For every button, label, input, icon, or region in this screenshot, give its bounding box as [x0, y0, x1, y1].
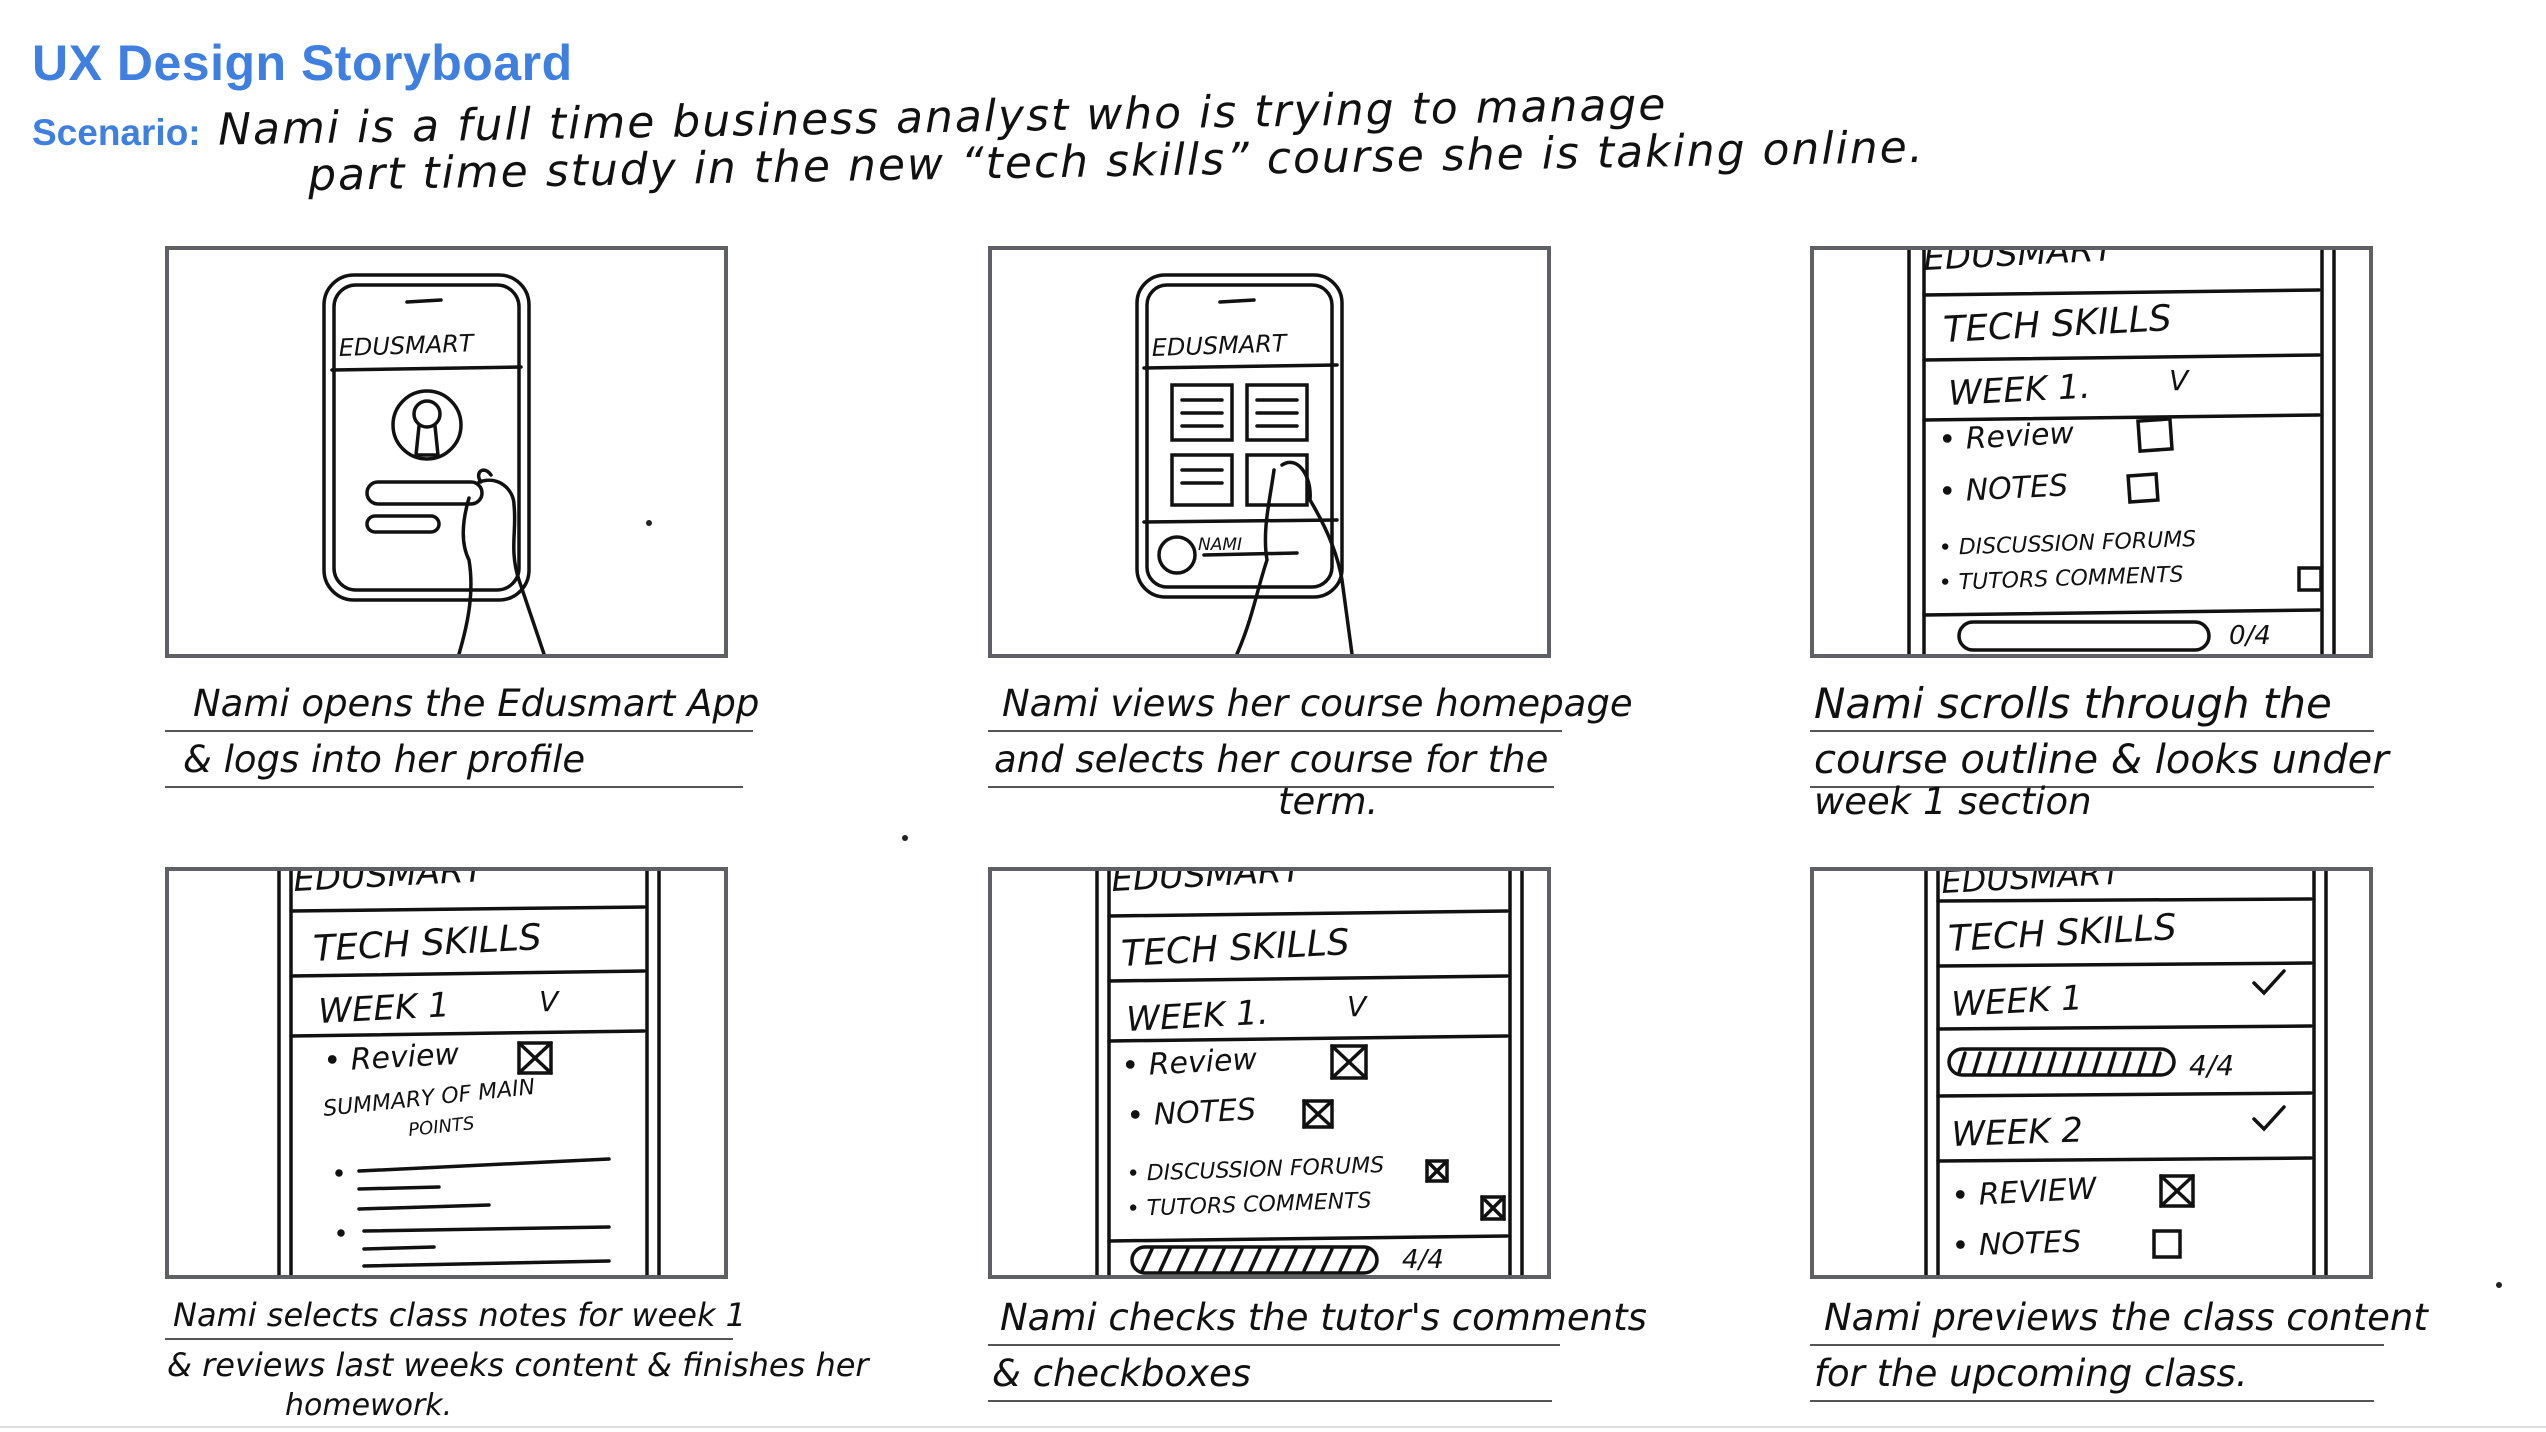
sketch-week-mark: V: [1347, 990, 1368, 1023]
page-bottom-edge: [0, 1426, 2546, 1428]
sketch-course-name: TECH SKILLS: [1120, 922, 1350, 975]
caption-line: and selects her course for the: [988, 732, 1554, 788]
sketch-item: • NOTES: [1126, 1092, 1257, 1134]
sketch-course-name: TECH SKILLS: [312, 917, 542, 970]
panel-6-caption: Nami previews the class content for the …: [1810, 1290, 2410, 1402]
caption-line: Nami selects class notes for week 1: [165, 1290, 733, 1340]
storyboard-panel-4: EDUSMART TECH SKILLS WEEK 1 V • Review S…: [165, 867, 728, 1279]
storyboard-panel-2: EDUSMART NAMI: [988, 246, 1551, 658]
panel-2-caption: Nami views her course homepage and selec…: [988, 676, 1588, 828]
storyboard-panel-6: EDUSMART TECH SKILLS WEEK 1 4/4 WEEK 2 •…: [1810, 867, 2373, 1279]
pen-dot: [2496, 1282, 2502, 1288]
pen-dot: [646, 520, 652, 526]
sketch-app-name: EDUSMART: [1151, 329, 1289, 362]
sketch-class-notes: EDUSMART TECH SKILLS WEEK 1 V • Review S…: [169, 871, 724, 1275]
page-title: UX Design Storyboard: [32, 34, 573, 92]
sketch-week: WEEK 2: [1951, 1110, 2084, 1155]
storyboard-panel-3: EDUSMART TECH SKILLS WEEK 1. V • Review …: [1810, 246, 2373, 658]
panel-4-caption: Nami selects class notes for week 1 & re…: [165, 1290, 765, 1426]
sketch-item: • Review: [323, 1037, 461, 1079]
sketch-tutor-comments: EDUSMART TECH SKILLS WEEK 1. V • Review …: [992, 871, 1547, 1275]
sketch-item: • NOTES: [1938, 468, 2069, 510]
sketch-week-mark: V: [2169, 364, 2190, 397]
pen-dot: [902, 835, 908, 841]
sketch-progress-text: 4/4: [1402, 1245, 1444, 1275]
sketch-item: • Review: [1121, 1042, 1259, 1084]
sketch-week: WEEK 1: [1950, 978, 2083, 1025]
sketch-header: EDUSMART: [1940, 871, 2124, 901]
caption-line: homework.: [165, 1386, 845, 1426]
caption-line: Nami scrolls through the: [1810, 676, 2374, 732]
caption-line: & reviews last weeks content & finishes …: [165, 1340, 727, 1386]
storyboard-panel-1: EDUSMART: [165, 246, 728, 658]
panel-5-caption: Nami checks the tutor's comments & check…: [988, 1290, 1588, 1402]
sketch-week: WEEK 1: [317, 985, 450, 1032]
sketch-header: EDUSMART: [292, 871, 487, 900]
sketch-course-name: TECH SKILLS: [1942, 298, 2172, 351]
sketch-item: • DISCUSSION FORUMS: [1938, 527, 2196, 561]
sketch-progress-text: 0/4: [2229, 621, 2271, 651]
sketch-item: • NOTES: [1951, 1224, 2082, 1264]
sketch-item: • TUTORS COMMENTS: [1938, 562, 2184, 596]
panel-3-caption: Nami scrolls through the course outline …: [1810, 676, 2410, 828]
sketch-item: • DISCUSSION FORUMS: [1126, 1153, 1384, 1187]
sketch-week-2-preview: EDUSMART TECH SKILLS WEEK 1 4/4 WEEK 2 •…: [1814, 871, 2369, 1275]
storyboard-panel-5: EDUSMART TECH SKILLS WEEK 1. V • Review …: [988, 867, 1551, 1279]
sketch-course-homepage: EDUSMART NAMI: [992, 250, 1547, 654]
caption-line: Nami previews the class content: [1810, 1290, 2384, 1346]
sketch-item: • Review: [1938, 416, 2076, 458]
sketch-header: EDUSMART: [1922, 250, 2117, 279]
caption-line: & logs into her profile: [165, 732, 743, 788]
sketch-course-name: TECH SKILLS: [1947, 907, 2177, 960]
panel-1-caption: Nami opens the Edusmart App & logs into …: [165, 676, 765, 788]
sketch-week: WEEK 1.: [1125, 993, 1269, 1040]
sketch-week-mark: V: [539, 985, 560, 1018]
sketch-profile-name: NAMI: [1198, 535, 1242, 555]
caption-line: Nami views her course homepage: [988, 676, 1562, 732]
caption-line: for the upcoming class.: [1810, 1346, 2374, 1402]
sketch-login-screen: EDUSMART: [169, 250, 724, 654]
sketch-summary-text: SUMMARY OF MAIN: [322, 1075, 536, 1122]
sketch-header: EDUSMART: [1110, 871, 1305, 900]
caption-line: Nami checks the tutor's comments: [988, 1290, 1560, 1346]
sketch-item: • REVIEW: [1951, 1171, 2099, 1214]
sketch-summary-text: POINTS: [407, 1113, 475, 1141]
scenario-label: Scenario:: [32, 112, 201, 154]
caption-line: Nami opens the Edusmart App: [165, 676, 753, 732]
sketch-app-name: EDUSMART: [338, 329, 476, 362]
sketch-item: • TUTORS COMMENTS: [1126, 1188, 1372, 1222]
sketch-week: WEEK 1.: [1947, 367, 2091, 414]
sketch-progress-text: 4/4: [2189, 1049, 2234, 1082]
sketch-course-outline: EDUSMART TECH SKILLS WEEK 1. V • Review …: [1814, 250, 2369, 654]
caption-line: & checkboxes: [988, 1346, 1552, 1402]
